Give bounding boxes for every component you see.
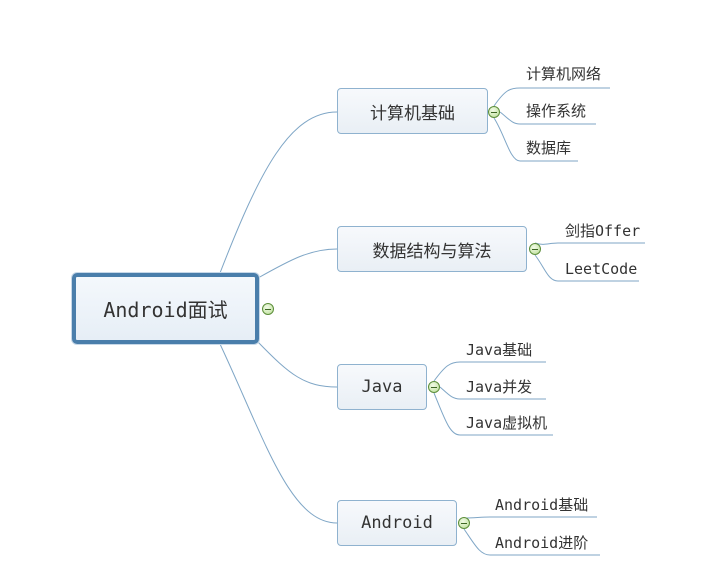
branch-node-java[interactable]: Java [337,364,427,410]
root-node-label: Android面试 [103,298,228,322]
minus-circle-icon[interactable] [428,381,440,393]
leaf-topic[interactable]: Java基础 [466,341,533,359]
branch-node-label: Android [361,513,433,533]
leaf-topic[interactable]: 计算机网络 [526,65,602,83]
connector-root-branch-4 [219,343,338,524]
branch-node-label: 计算机基础 [370,103,455,124]
leaf-topic[interactable]: Android基础 [495,496,589,514]
leaf-topic[interactable]: Java虚拟机 [466,414,548,432]
connector-root-branch-1 [219,111,338,274]
connector-b4-l1 [463,516,597,519]
branch-node-label: 数据结构与算法 [372,241,492,262]
connector-root-branch-2 [257,248,338,279]
leaf-topic[interactable]: Java并发 [466,378,533,396]
root-node[interactable]: Android面试 [72,273,259,344]
connector-b3-l3 [433,392,553,436]
branch-node-cs-basics[interactable]: 计算机基础 [337,88,488,134]
connector-b4-l2 [463,528,600,556]
leaf-topic[interactable]: Android进阶 [495,534,589,552]
leaf-topic[interactable]: 操作系统 [526,102,587,120]
connector-b2-l1 [534,242,645,245]
minus-circle-icon[interactable] [262,303,274,315]
connector-b1-l2 [499,111,596,125]
branch-node-data-structures[interactable]: 数据结构与算法 [337,226,527,272]
connector-b3-l1 [433,361,546,382]
connector-root-branch-3 [257,341,338,388]
minus-circle-icon[interactable] [488,106,500,118]
branch-node-label: Java [361,377,403,397]
leaf-topic[interactable]: 数据库 [526,139,572,157]
minus-circle-icon[interactable] [529,243,541,255]
leaf-topic[interactable]: LeetCode [565,260,638,278]
connector-b2-l2 [534,254,639,282]
connector-b1-l1 [493,87,610,107]
minus-circle-icon[interactable] [458,517,470,529]
connector-b3-l2 [439,386,546,400]
leaf-topic[interactable]: 剑指Offer [565,222,641,240]
branch-node-android[interactable]: Android [337,500,457,546]
connector-b1-l3 [493,117,578,162]
